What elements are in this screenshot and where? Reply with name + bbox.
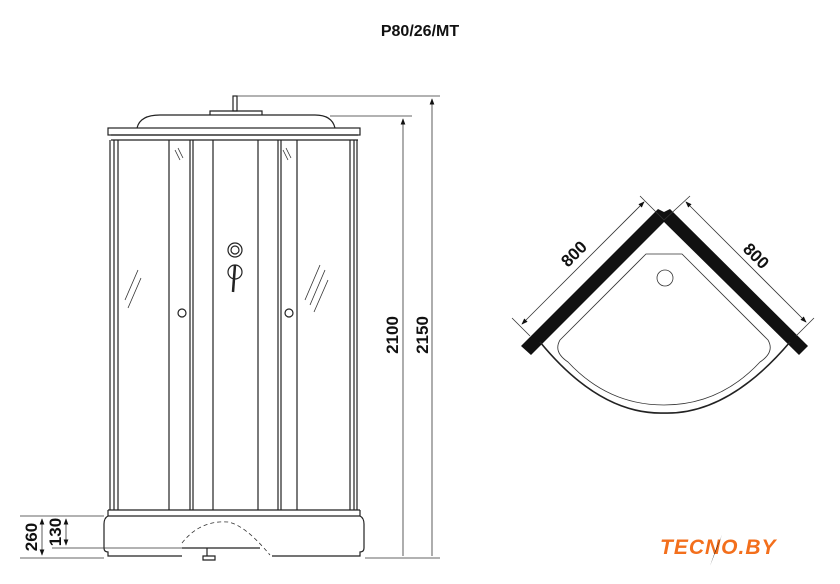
siphon-cover-dashed <box>181 521 271 556</box>
model-title: P80/26/MT <box>381 23 459 40</box>
adjustable-foot <box>202 548 216 561</box>
logo-bolt-icon <box>710 535 722 566</box>
width-right-label: 800 <box>739 239 772 272</box>
mixer-control-icon <box>227 242 243 258</box>
width-left-label: 800 <box>557 237 590 270</box>
tecno-by-logo: TECNO.BY <box>660 535 778 566</box>
tray <box>103 515 182 557</box>
cabin-height-label: 2100 <box>383 316 402 354</box>
dimension-lines: 2100 2150 260 130 <box>20 95 440 559</box>
drain-icon <box>656 269 674 287</box>
plan-view: 800 800 <box>511 195 815 414</box>
tray-step-label: 130 <box>46 518 65 546</box>
tray-height-label: 260 <box>22 523 41 551</box>
top-pin <box>232 95 238 112</box>
roof-dome <box>136 114 336 129</box>
roof-rim <box>107 127 361 136</box>
tray-outline <box>557 253 771 406</box>
door-handle-right-icon <box>284 308 294 318</box>
shower-head-base <box>209 110 263 115</box>
front-view <box>103 95 365 561</box>
curved-door <box>539 341 791 414</box>
frame-profiles <box>109 140 358 510</box>
total-height-label: 2150 <box>413 316 432 354</box>
door-handle-left-icon <box>177 308 187 318</box>
logo-text: TECNO.BY <box>660 536 778 559</box>
glass-reflections <box>124 147 329 313</box>
